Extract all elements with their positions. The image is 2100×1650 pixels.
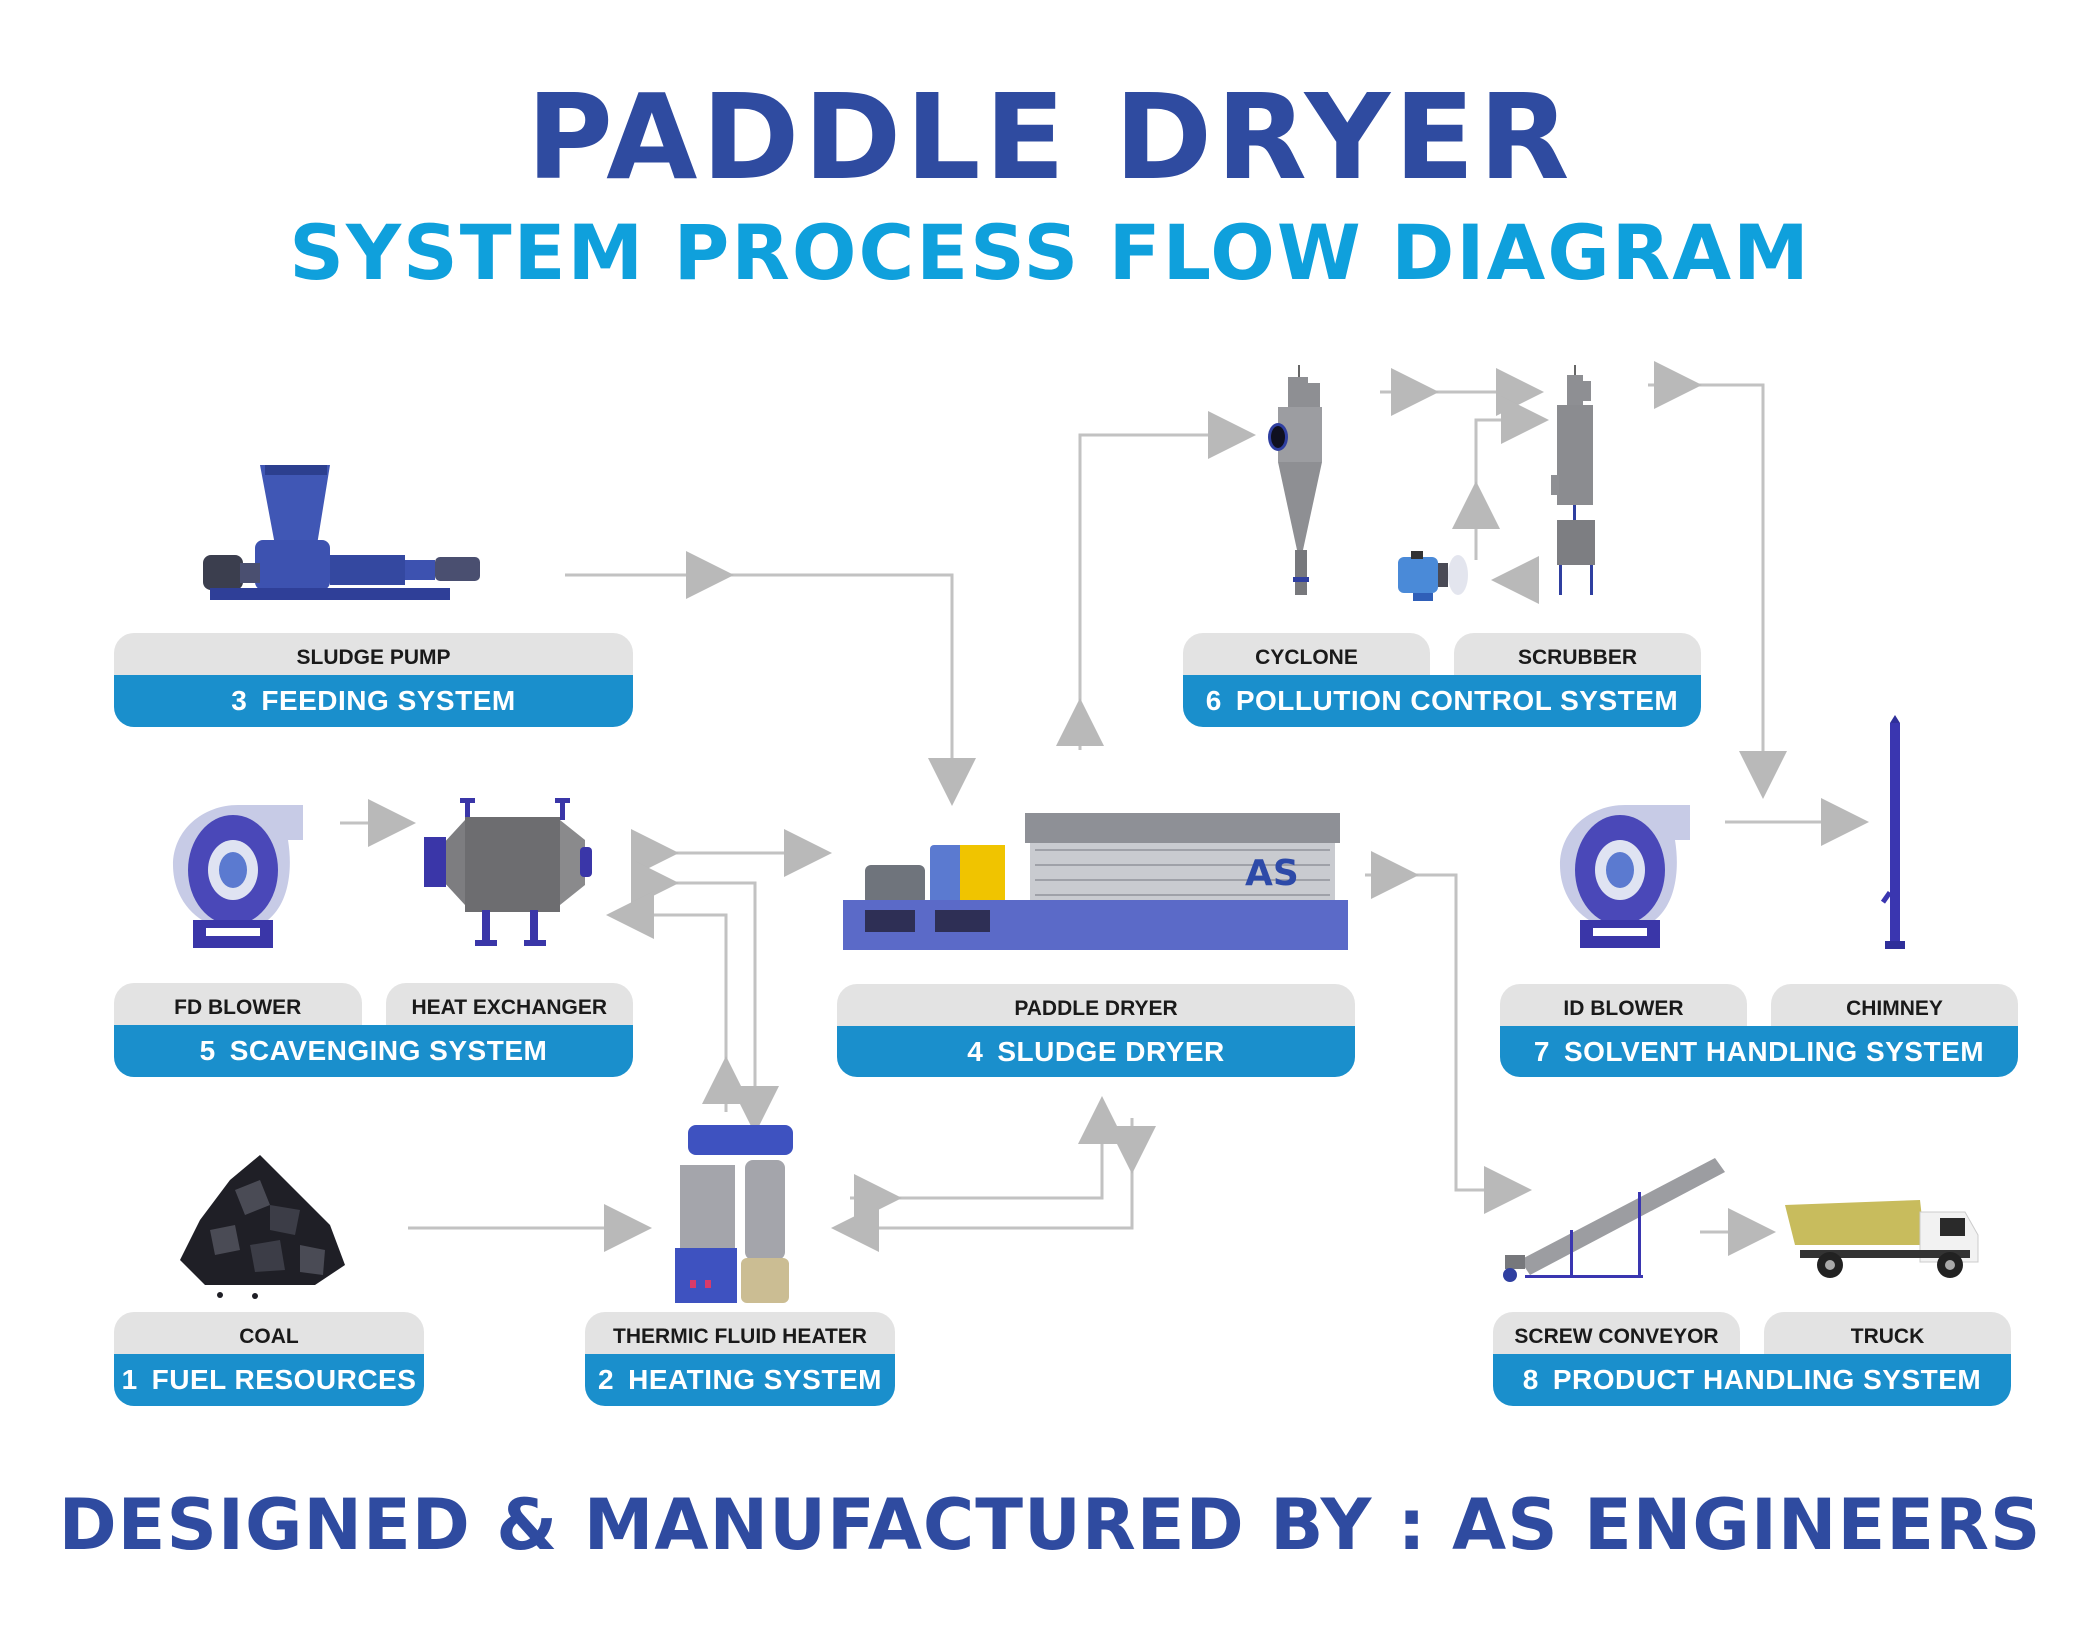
system-number: 1 xyxy=(121,1364,138,1395)
system-block-heating: THERMIC FLUID HEATER 2 HEATING SYSTEM xyxy=(585,1312,895,1406)
system-bar: 1 FUEL RESOURCES xyxy=(114,1354,424,1406)
flow-dryer-to-cyclone xyxy=(1078,411,1256,735)
equipment-tab-paddle-dryer: PADDLE DRYER xyxy=(837,984,1355,1034)
system-number: 2 xyxy=(598,1364,615,1395)
equipment-tab-screw-conveyor: SCREW CONVEYOR xyxy=(1493,1312,1740,1362)
scrubber-pump-icon xyxy=(1398,551,1468,601)
system-name: PRODUCT HANDLING SYSTEM xyxy=(1552,1364,1982,1395)
system-block-scavenging: FD BLOWER HEAT EXCHANGER 5 SCAVENGING SYST… xyxy=(114,983,633,1077)
equipment-tab-id-blower: ID BLOWER xyxy=(1500,984,1747,1034)
equipment-tab-heat-exchanger: HEAT EXCHANGER xyxy=(385,983,633,1033)
page-subtitle: SYSTEM PROCESS FLOW DIAGRAM xyxy=(289,208,1811,297)
system-block-fuel-resources: COAL 1 FUEL RESOURCES xyxy=(114,1312,424,1406)
system-number: 7 xyxy=(1533,1035,1550,1067)
svg-text:AS: AS xyxy=(1245,853,1299,894)
equipment-tab-chimney: CHIMNEY xyxy=(1771,984,2018,1034)
system-block-sludge-dryer: PADDLE DRYER 4 SLUDGE DRYER xyxy=(837,984,1355,1077)
flow-heater-to-dryer xyxy=(850,1096,1126,1200)
system-bar: 7 SOLVENT HANDLING SYSTEM xyxy=(1500,1026,2018,1077)
footer-credit: DESIGNED & MANUFACTURED BY : AS ENGINEER… xyxy=(58,1484,2042,1566)
system-bar: 4 SLUDGE DRYER xyxy=(837,1026,1355,1077)
system-name: SLUDGE DRYER xyxy=(997,1035,1225,1067)
flow-dryer-to-heater xyxy=(831,1118,1134,1252)
system-name: SCAVENGING SYSTEM xyxy=(229,1035,548,1066)
sludge-pump-icon xyxy=(203,465,480,600)
system-block-feeding: SLUDGE PUMP 3 FEEDING SYSTEM xyxy=(114,633,633,727)
system-bar: 6 POLLUTION CONTROL SYSTEM xyxy=(1183,675,1701,727)
paddle-dryer-icon: AS xyxy=(843,813,1348,950)
equipment-tab-coal: COAL xyxy=(114,1312,424,1362)
equipment-tab-fd-blower: FD BLOWER xyxy=(114,983,362,1033)
flow-heat-exchanger-to-heater xyxy=(643,881,779,1134)
coal-pile-icon xyxy=(180,1155,345,1299)
system-block-pollution-control: CYCLONE SCRUBBER 6 POLLUTION CONTROL SYSTE… xyxy=(1183,633,1701,727)
flow-dryer-to-screw-conveyor xyxy=(1365,873,1532,1214)
equipment-tab-truck: TRUCK xyxy=(1764,1312,2011,1362)
scrubber-icon xyxy=(1551,365,1595,595)
flow-pump-to-scrubber xyxy=(1474,396,1549,555)
screw-conveyor-icon xyxy=(1503,1158,1725,1282)
equipment-tab-scrubber: SCRUBBER xyxy=(1454,633,1701,683)
system-name: SOLVENT HANDLING SYSTEM xyxy=(1563,1035,1985,1067)
cyclone-icon xyxy=(1268,365,1322,595)
heat-exchanger-icon xyxy=(424,798,592,946)
system-bar: 2 HEATING SYSTEM xyxy=(585,1354,895,1406)
page-title: PADDLE DRYER xyxy=(526,68,1574,206)
system-name: POLLUTION CONTROL SYSTEM xyxy=(1235,685,1679,716)
chimney-icon xyxy=(1880,715,1905,949)
system-block-solvent-handling: ID BLOWER CHIMNEY 7 SOLVENT HANDLING SYSTE… xyxy=(1500,984,2018,1077)
fd-blower-icon xyxy=(173,805,303,948)
dump-truck-icon xyxy=(1785,1200,1979,1278)
thermic-fluid-heater-icon xyxy=(675,1125,793,1303)
equipment-tab-cyclone: CYCLONE xyxy=(1183,633,1430,683)
system-bar: 5 SCAVENGING SYSTEM xyxy=(114,1025,633,1077)
system-number: 6 xyxy=(1205,685,1222,716)
flow-heater-to-heat-exchanger xyxy=(606,891,728,1112)
system-name: FUEL RESOURCES xyxy=(151,1364,417,1395)
system-bar: 3 FEEDING SYSTEM xyxy=(114,675,633,727)
system-block-product-handling: SCREW CONVEYOR TRUCK 8 PRODUCT HANDLING SY… xyxy=(1493,1312,2011,1406)
system-name: FEEDING SYSTEM xyxy=(261,685,516,716)
system-number: 4 xyxy=(967,1035,984,1067)
system-number: 3 xyxy=(231,685,248,716)
equipment-tab-sludge-pump: SLUDGE PUMP xyxy=(114,633,633,683)
system-number: 8 xyxy=(1522,1364,1539,1395)
system-number: 5 xyxy=(199,1035,216,1066)
id-blower-icon xyxy=(1560,805,1690,948)
equipment-tab-thermic-fluid-heater: THERMIC FLUID HEATER xyxy=(585,1312,895,1362)
system-name: HEATING SYSTEM xyxy=(628,1364,882,1395)
system-bar: 8 PRODUCT HANDLING SYSTEM xyxy=(1493,1354,2011,1406)
